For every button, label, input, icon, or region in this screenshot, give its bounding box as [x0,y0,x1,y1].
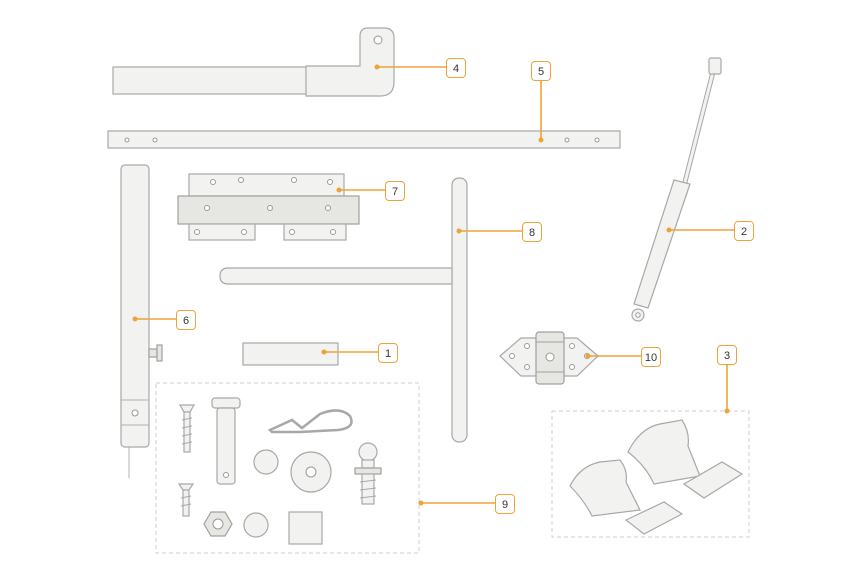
callout-2: 2 [734,221,754,241]
part-10-hinge [499,331,599,385]
part-5-flat-bar [107,130,621,149]
callout-3: 3 [717,345,737,365]
part-6-tall-tube [120,164,163,478]
callout-7: 7 [385,181,405,201]
part-4-bent-bar [112,27,395,97]
part-1-small-plate [242,342,339,366]
callout-8: 8 [522,222,542,242]
callout-1: 1 [378,343,398,363]
part-8-t-bar [219,177,468,443]
callout-5: 5 [531,61,551,81]
callout-leaders [132,64,734,506]
callout-9: 9 [495,494,515,514]
callout-4: 4 [446,58,466,78]
part-3-pad-set [551,410,750,538]
part-9-hardware-kit [155,382,420,554]
callout-6: 6 [176,310,196,330]
callout-10: 10 [641,347,661,367]
part-2-gas-strut [631,57,722,322]
part-7-hinge-plate [177,173,360,241]
